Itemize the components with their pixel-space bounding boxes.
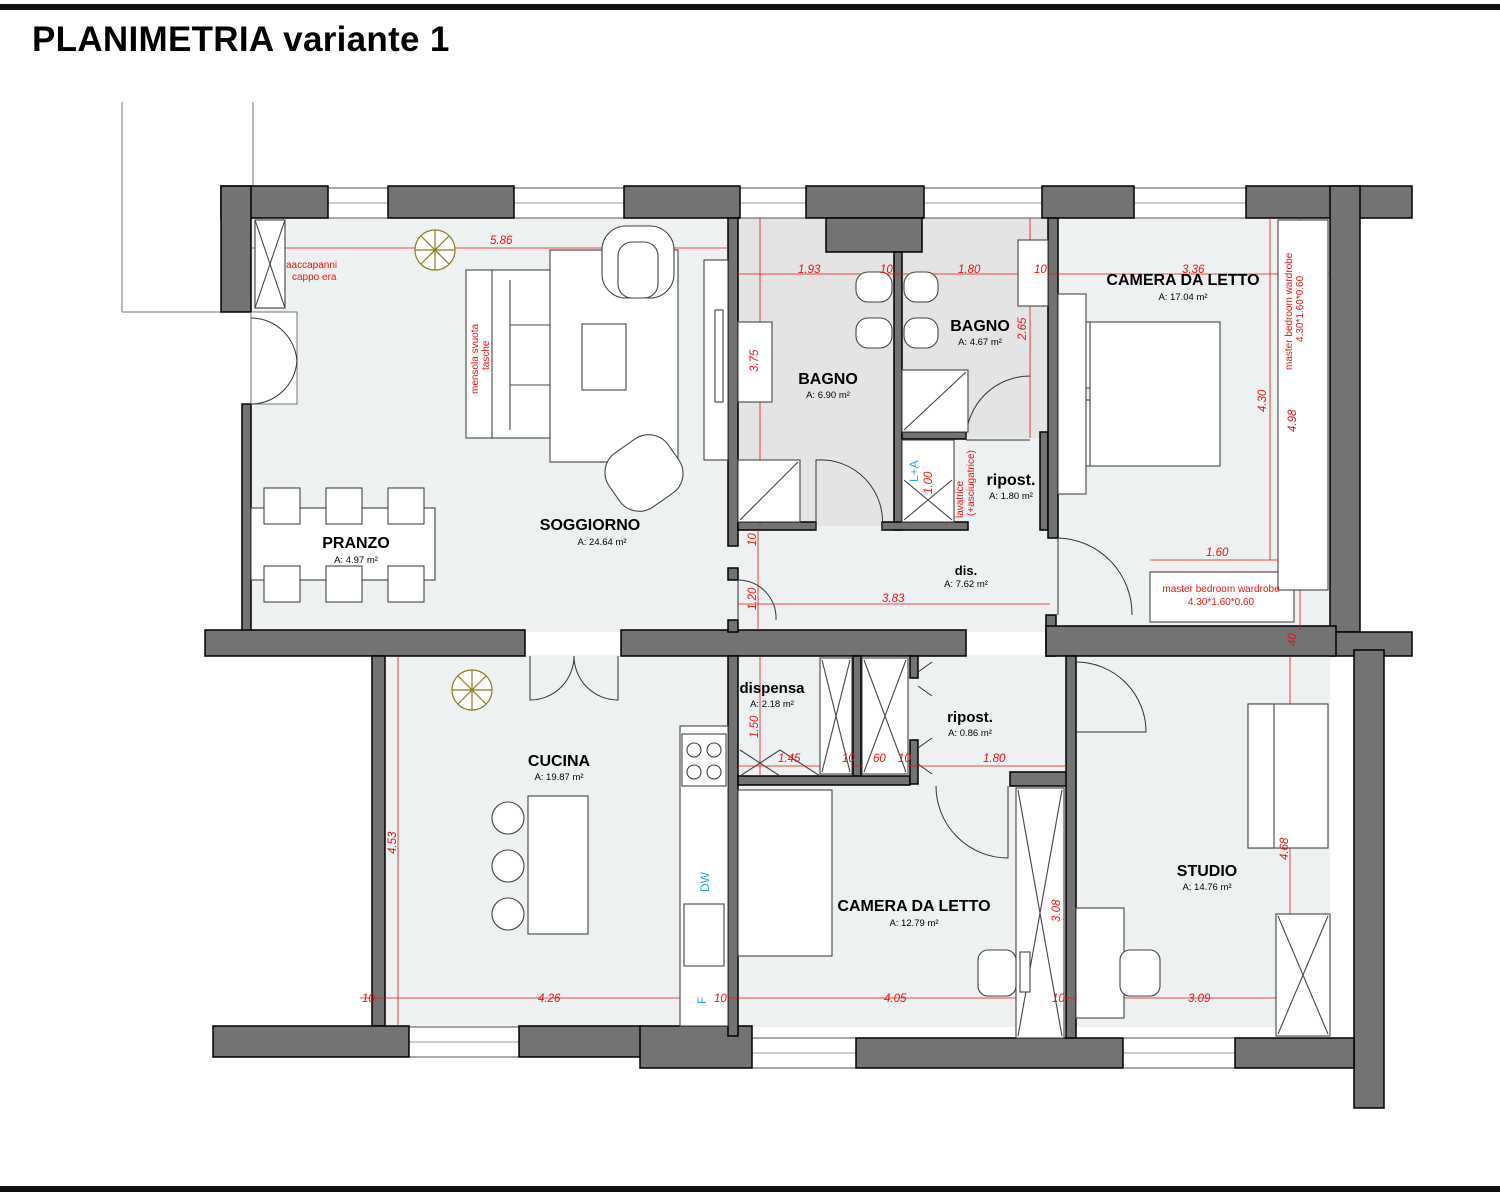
dim-336: 3.36 [1182, 264, 1205, 276]
room-name-pranzo: PRANZO [322, 535, 390, 552]
room-name-dispensa: dispensa [739, 680, 805, 697]
dim-100: 1.00 [923, 471, 935, 494]
dim-40: 40 [1287, 633, 1299, 646]
note-washer-1: lavatrice [955, 480, 966, 518]
dim-193: 1.93 [798, 264, 821, 276]
room-area-dispensa: A: 2.18 m² [750, 699, 794, 710]
room-area-soggiorno: A: 24.64 m² [577, 537, 626, 548]
dim-180a: 1.80 [958, 264, 981, 276]
room-area-studio: A: 14.76 m² [1182, 882, 1231, 893]
windows [327, 187, 1247, 1069]
note-shelf-1: mensola svuota [470, 324, 481, 394]
dim-120: 1.20 [747, 587, 759, 610]
site-lines [121, 102, 254, 313]
dishwasher-label: DW [698, 871, 712, 892]
room-area-camera-1: A: 17.04 m² [1158, 292, 1207, 303]
room-name-camera-2: CAMERA DA LETTO [837, 898, 990, 915]
room-name-camera-1: CAMERA DA LETTO [1106, 272, 1259, 289]
room-name-dis: dis. [955, 563, 977, 578]
walls [204, 185, 1413, 1109]
note-coat-rack-1: aaccapanni [286, 260, 337, 271]
notes: aaccapanni cappo era mensola svuota tasc… [286, 252, 1306, 608]
note-wardrobe-vertical-2: 4.30*1.60*0.60 [1295, 275, 1306, 342]
dim-10d: 10 [842, 753, 855, 765]
room-area-ripost-2: A: 0.86 m² [948, 728, 992, 739]
plant-icon [451, 669, 493, 711]
dim-308: 3.08 [1051, 899, 1063, 922]
appliance-labels: L+A DW F [695, 460, 921, 1004]
room-name-ripost-2: ripost. [947, 709, 993, 726]
room-name-bagno-1: BAGNO [798, 371, 858, 388]
note-wardrobe-box-1: master bedroom wardrobe [1162, 584, 1280, 595]
dim-498: 4.98 [1287, 409, 1299, 432]
dim-10b: 10 [1034, 264, 1047, 276]
room-labels: SOGGIORNO A: 24.64 m² PRANZO A: 4.97 m² … [322, 272, 1259, 929]
room-name-ripost-1: ripost. [987, 472, 1036, 489]
page-title: PLANIMETRIA variante 1 [32, 20, 450, 59]
note-washer-2: (+asciugatrice) [966, 450, 977, 516]
note-wardrobe-vertical-1: master bedroom wardrobe [1284, 252, 1295, 370]
dim-383: 3.83 [882, 593, 905, 605]
dim-10f: 10 [362, 993, 375, 1005]
room-area-dis: A: 7.62 m² [944, 579, 988, 590]
note-shelf-2: tasche [481, 340, 492, 370]
dim-453: 4.53 [387, 831, 399, 854]
dim-180b: 1.80 [983, 753, 1006, 765]
furniture [250, 219, 1331, 1039]
dim-10c: 10 [747, 533, 759, 546]
room-name-studio: STUDIO [1177, 863, 1237, 880]
dim-145: 1.45 [778, 753, 801, 765]
bottom-border [0, 1186, 1500, 1192]
plant-icon [414, 229, 456, 271]
dim-375: 3.75 [749, 349, 761, 372]
room-name-bagno-2: BAGNO [950, 318, 1010, 335]
dim-309: 3.09 [1188, 993, 1211, 1005]
top-border [0, 4, 1500, 10]
room-area-ripost-1: A: 1.80 m² [989, 491, 1033, 502]
dim-405: 4.05 [884, 993, 907, 1005]
room-area-bagno-2: A: 4.67 m² [958, 337, 1002, 348]
dim-10e: 10 [898, 753, 911, 765]
room-name-soggiorno: SOGGIORNO [540, 517, 640, 534]
room-area-pranzo: A: 4.97 m² [334, 555, 378, 566]
dim-10g: 10 [714, 993, 727, 1005]
room-area-camera-2: A: 12.79 m² [889, 918, 938, 929]
doors [250, 311, 1147, 859]
dim-60: 60 [873, 753, 886, 765]
dim-586: 5.86 [490, 235, 513, 247]
room-area-cucina: A: 19.87 m² [534, 772, 583, 783]
note-coat-rack-2: cappo era [292, 272, 337, 283]
room-name-cucina: CUCINA [528, 753, 591, 770]
dim-468: 4.68 [1279, 837, 1291, 860]
dim-150: 1.50 [749, 715, 761, 738]
dim-10h: 10 [1052, 993, 1065, 1005]
note-wardrobe-box-2: 4.30*1.60*0.60 [1188, 597, 1255, 608]
dimension-labels: 5.86 1.93 10 1.80 10 3.36 3.75 2.65 1.00… [362, 235, 1299, 1005]
room-area-bagno-1: A: 6.90 m² [806, 390, 850, 401]
washer-dryer-label: L+A [907, 460, 921, 482]
dim-430: 4.30 [1257, 389, 1269, 412]
fridge-label: F [695, 997, 709, 1004]
dim-160: 1.60 [1206, 547, 1229, 559]
dim-426: 4.26 [538, 993, 561, 1005]
dim-265: 2.65 [1017, 317, 1029, 341]
dim-10a: 10 [880, 264, 893, 276]
